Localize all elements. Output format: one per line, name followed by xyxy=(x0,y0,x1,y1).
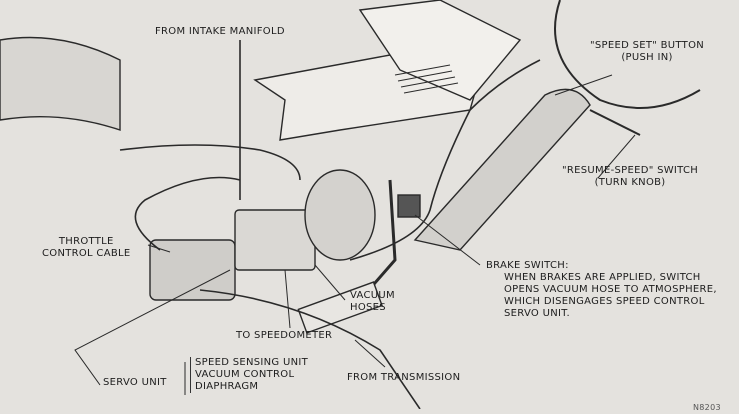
speed-sensor xyxy=(234,209,316,271)
figure-id: N8203 xyxy=(693,403,721,412)
throttle-line-2: CONTROL CABLE xyxy=(42,248,131,259)
air-cleaner xyxy=(0,36,121,131)
label-vacuum-hoses: VACUUM HOSES xyxy=(350,290,395,314)
brake-title: BRAKE SWITCH: xyxy=(486,260,569,271)
label-from-intake-manifold: FROM INTAKE MANIFOLD xyxy=(155,26,285,37)
label-speed-set-button: "SPEED SET" BUTTON (PUSH IN) xyxy=(590,40,704,64)
servo-part: VACUUM CONTROL xyxy=(195,369,295,380)
label-throttle-control-cable: THROTTLE CONTROL CABLE xyxy=(42,236,131,260)
vacuum-line-1: VACUUM xyxy=(350,290,395,301)
brake-line: OPENS VACUUM HOSE TO ATMOSPHERE, xyxy=(504,284,717,295)
label-to-speedometer: TO SPEEDOMETER xyxy=(236,330,333,341)
heater-duct xyxy=(358,0,522,101)
vacuum-diaphragm xyxy=(304,169,376,261)
vent-grille xyxy=(394,64,459,94)
servo-part: DIAPHRAGM xyxy=(195,381,259,392)
brake-pedal-pad xyxy=(297,281,383,334)
servo-unit xyxy=(149,239,236,301)
brake-line: WHEN BRAKES ARE APPLIED, SWITCH xyxy=(504,272,701,283)
label-resume-speed-switch: "RESUME-SPEED" SWITCH (TURN KNOB) xyxy=(562,165,698,189)
servo-unit-parts: SPEED SENSING UNIT VACUUM CONTROL DIAPHR… xyxy=(190,357,308,393)
leader-lines xyxy=(74,74,636,395)
brake-description: WHEN BRAKES ARE APPLIED, SWITCH OPENS VA… xyxy=(486,272,717,320)
turn-signal-lever xyxy=(589,109,641,136)
speed-set-title: "SPEED SET" BUTTON xyxy=(590,40,705,51)
brake-line: SERVO UNIT. xyxy=(504,308,570,319)
speed-set-note: (PUSH IN) xyxy=(621,52,673,63)
throttle-line-1: THROTTLE xyxy=(58,236,114,247)
vacuum-line-2: HOSES xyxy=(350,302,386,313)
steering-wheel xyxy=(554,0,701,109)
resume-title: "RESUME-SPEED" SWITCH xyxy=(562,165,699,176)
label-servo-unit: SERVO UNIT xyxy=(103,377,167,388)
servo-part: SPEED SENSING UNIT xyxy=(195,357,309,368)
label-from-transmission: FROM TRANSMISSION xyxy=(347,372,461,383)
brake-switch xyxy=(397,194,421,218)
brake-line: WHICH DISENGAGES SPEED CONTROL xyxy=(504,296,705,307)
vacuum-hoses xyxy=(119,40,541,409)
resume-note: (TURN KNOB) xyxy=(594,177,666,188)
steering-column xyxy=(413,88,591,251)
label-brake-switch: BRAKE SWITCH: WHEN BRAKES ARE APPLIED, S… xyxy=(486,260,717,320)
